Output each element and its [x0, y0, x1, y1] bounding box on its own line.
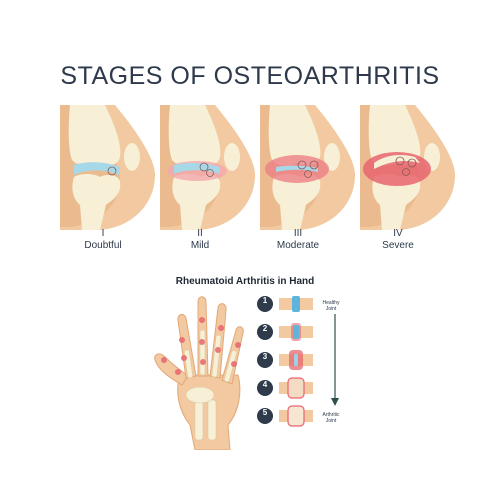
joint-progression-steps	[257, 296, 339, 427]
healthy-joint-label: Healthy Joint	[322, 300, 340, 312]
arthritic-joint-label: Arthritic Joint	[322, 412, 340, 424]
knee-stages-illustration	[60, 105, 455, 230]
step-number-5: 5	[262, 408, 268, 417]
knee-stage-3	[260, 105, 355, 230]
step-number-4: 4	[262, 380, 268, 389]
step-3	[257, 350, 313, 370]
step-number-2: 2	[262, 324, 268, 333]
hand-section-title: Rheumatoid Arthritis in Hand	[175, 276, 315, 287]
knee-stage-4	[360, 105, 455, 230]
hand-illustration	[154, 296, 244, 450]
main-title: STAGES OF OSTEOARTHRITIS	[60, 62, 440, 90]
step-1	[257, 296, 313, 312]
knee-stage-1	[60, 105, 155, 230]
knee-stage-2	[160, 105, 255, 230]
step-4	[257, 377, 313, 399]
step-5	[257, 405, 313, 427]
step-number-1: 1	[262, 296, 268, 305]
step-2	[257, 323, 313, 341]
step-number-3: 3	[262, 352, 268, 361]
